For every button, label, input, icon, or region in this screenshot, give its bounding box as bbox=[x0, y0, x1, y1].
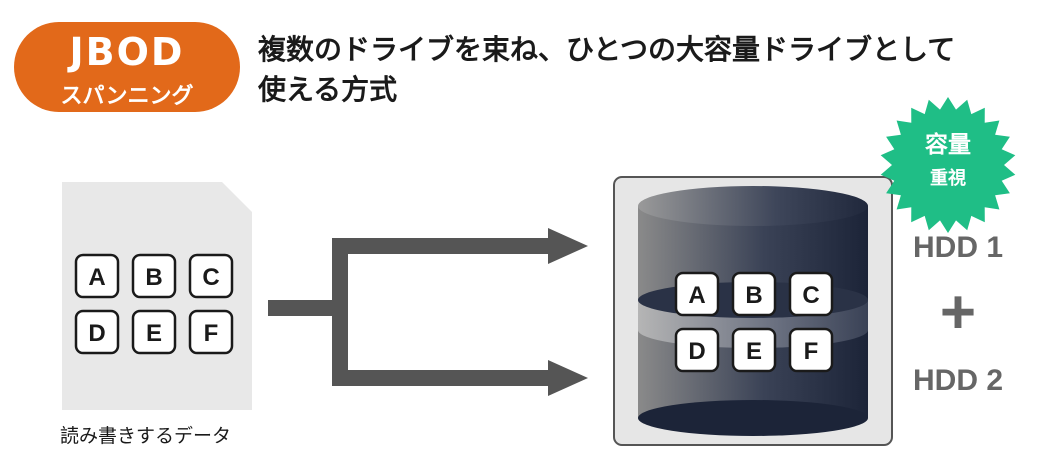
jbod-badge: JBOD スパンニング bbox=[14, 22, 240, 112]
disk-tile-label: D bbox=[688, 338, 705, 365]
badge-title: JBOD bbox=[69, 30, 185, 74]
disk-tile-label: B bbox=[745, 282, 762, 309]
source-tiles: A B C D E F bbox=[74, 253, 234, 355]
source-tile-d: D bbox=[74, 309, 120, 355]
disk-tile-a: A bbox=[674, 271, 720, 317]
burst-line-2: 重視 bbox=[930, 167, 966, 189]
source-tile-b: B bbox=[131, 253, 177, 299]
arrow-head-lower bbox=[548, 360, 588, 396]
disk-tile-label: C bbox=[802, 282, 819, 309]
source-tile-label: B bbox=[145, 264, 162, 291]
split-arrow bbox=[268, 228, 588, 396]
source-tile-label: E bbox=[146, 320, 162, 347]
source-tile-label: A bbox=[88, 264, 105, 291]
burst-line-1: 容量 bbox=[925, 131, 971, 158]
description: 複数のドライブを束ね、ひとつの大容量ドライブとして 使える方式 bbox=[258, 30, 1038, 110]
source-tile-c: C bbox=[188, 253, 234, 299]
destination-tiles: A B C D E F bbox=[674, 271, 834, 373]
arrow-head-upper bbox=[548, 228, 588, 264]
capacity-focus-burst bbox=[880, 97, 1016, 233]
disk-tile-c: C bbox=[788, 271, 834, 317]
plus-sign: + bbox=[940, 278, 976, 347]
data-caption: 読み書きするデータ bbox=[60, 425, 231, 447]
source-tile-f: F bbox=[188, 309, 234, 355]
source-tile-a: A bbox=[74, 253, 120, 299]
description-line-2: 使える方式 bbox=[258, 73, 398, 106]
hdd-1-label: HDD 1 bbox=[913, 231, 1003, 264]
disk-tile-label: E bbox=[746, 338, 762, 365]
disk-tile-f: F bbox=[788, 327, 834, 373]
disk-tile-e: E bbox=[731, 327, 777, 373]
description-line-1: 複数のドライブを束ね、ひとつの大容量ドライブとして bbox=[258, 33, 956, 66]
disk-tile-d: D bbox=[674, 327, 720, 373]
disk-tile-label: F bbox=[804, 338, 819, 365]
disk-tile-label: A bbox=[688, 282, 705, 309]
hdd-2-label: HDD 2 bbox=[913, 364, 1003, 397]
source-tile-label: F bbox=[204, 320, 219, 347]
source-tile-label: C bbox=[202, 264, 219, 291]
disk-tile-b: B bbox=[731, 271, 777, 317]
source-tile-e: E bbox=[131, 309, 177, 355]
source-tile-label: D bbox=[88, 320, 105, 347]
badge-subtitle: スパンニング bbox=[60, 84, 194, 109]
